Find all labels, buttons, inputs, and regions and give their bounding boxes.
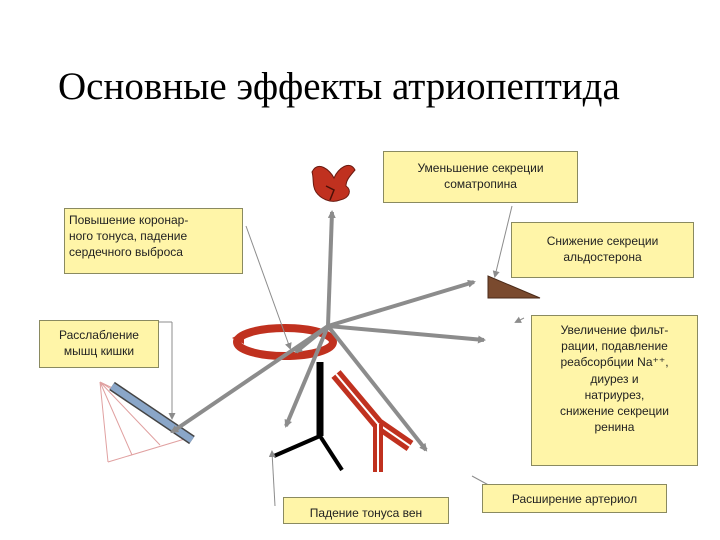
arterioles-label: Расширение артериол [482,484,667,513]
arrow-to-kidney [327,324,486,344]
vein-icon [273,362,344,472]
arrow-to-arteriole [326,324,428,452]
effect-arrows [170,210,486,452]
somatropin-label: Уменьшение секреции соматропина [383,151,578,203]
coronary-label: Повышение коронар- ного тонуса, падение … [64,208,243,274]
arrow-to-intestine [170,324,330,434]
kidney-label: Увеличение фильт- рации, подавление реаб… [531,315,698,466]
adrenal-gland-icon [487,275,541,299]
label-connectors [156,205,525,507]
arrow-to-pituitary [326,210,336,327]
page-title: Основные эффекты атриопептида [58,65,620,108]
intestine-label: Расслабление мышц кишки [39,320,159,368]
arrow-to-vein [284,325,330,428]
arrow-to-adrenal [327,279,476,328]
arteriole-icon [331,370,414,472]
intestine-muscle-icon [99,381,195,463]
pituitary-gland-icon [311,165,356,202]
aldosterone-label: Снижение секреции альдостерона [511,222,694,278]
arrow-to-heart [294,324,330,354]
veins-label: Падение тонуса вен [283,497,449,524]
